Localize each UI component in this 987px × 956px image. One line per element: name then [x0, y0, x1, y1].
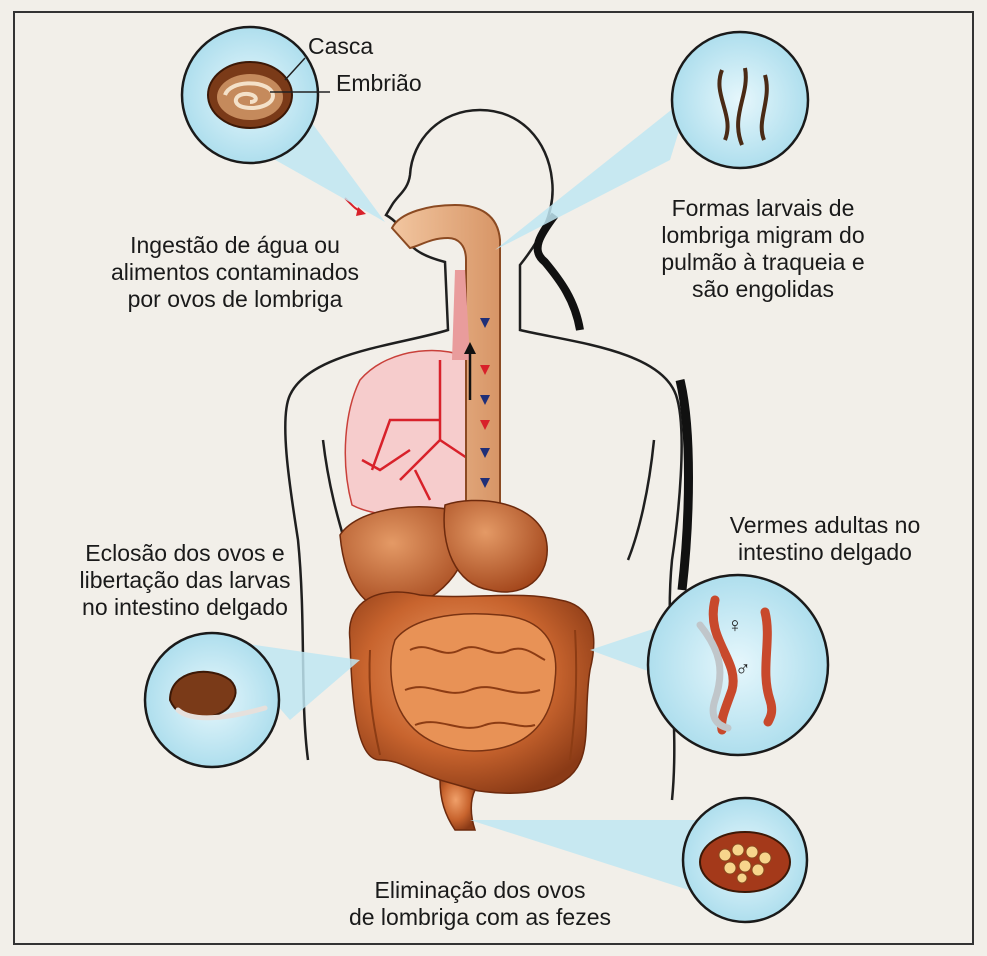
label-shell: Casca [308, 33, 373, 60]
feces-eggs-bubble [683, 798, 807, 922]
label-hatching: Eclosão dos ovos e libertação das larvas… [50, 540, 320, 621]
larvae-bubble [672, 32, 808, 168]
hatching-bubble [145, 633, 279, 767]
lung [345, 350, 470, 515]
stomach [444, 500, 547, 591]
back-shadow [538, 215, 580, 330]
label-elimination: Eliminação dos ovos de lombriga com as f… [330, 877, 630, 931]
small-intestine [391, 614, 556, 751]
label-embryo: Embrião [336, 70, 422, 97]
female-symbol: ♀ [727, 612, 743, 639]
label-ingestion: Ingestão de água ou alimentos contaminad… [80, 232, 390, 313]
label-adult-worms: Vermes adultas no intestino delgado [700, 512, 950, 566]
label-larvae-migrate: Formas larvais de lombriga migram do pul… [628, 195, 898, 303]
male-symbol: ♂ [735, 656, 751, 683]
